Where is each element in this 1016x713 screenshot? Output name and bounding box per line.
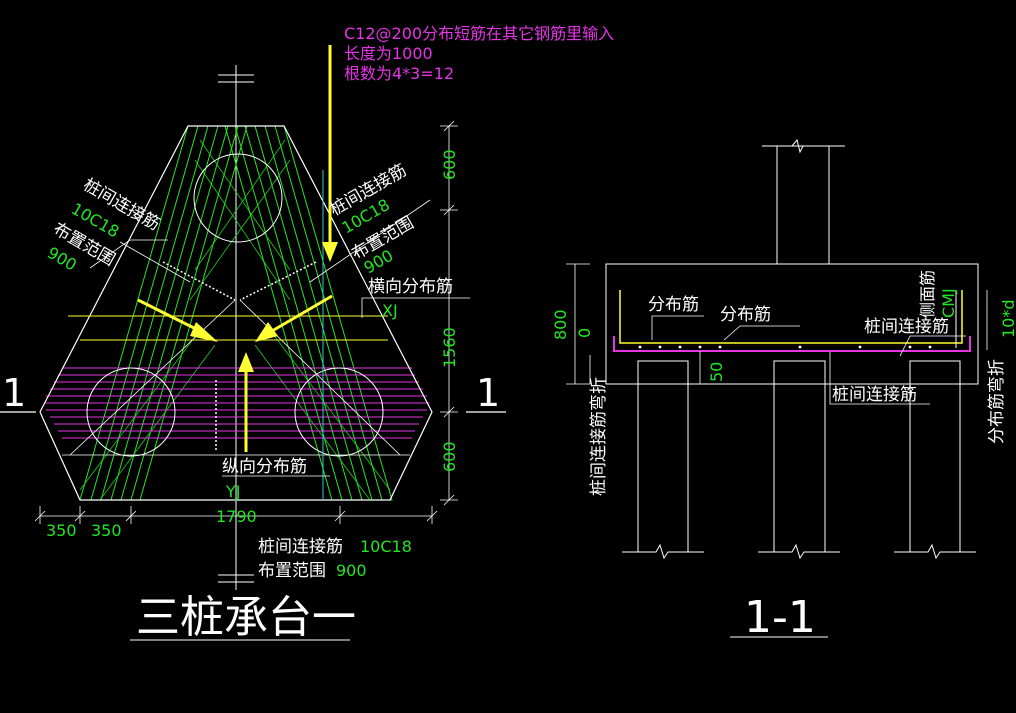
magenta-rebar-band: [44, 367, 429, 439]
dim-height: 800: [551, 309, 570, 340]
link-bar-magenta: [613, 336, 971, 352]
leader-dist-2: [723, 325, 800, 341]
dist-bar-label-2: 分布筋: [720, 305, 771, 325]
leader-link-top: [899, 335, 966, 357]
section-view: 分布筋 分布筋 桩间连接筋 桩间连接筋 侧面筋 CMJ 桩间连接筋弯折 分布筋弯…: [551, 138, 1016, 643]
pile-left: [86, 367, 176, 457]
dist-bar-label-1: 分布筋: [648, 295, 699, 315]
dim-fifty: 50: [707, 362, 726, 382]
section-title: 1-1: [744, 592, 816, 643]
transverse-label: 横向分布筋: [368, 277, 453, 297]
leader-transverse: [361, 297, 470, 318]
cap-inner-edge-left: [69, 299, 236, 456]
bottom-link-name: 桩间连接筋: [258, 537, 343, 557]
plan-title: 三桩承台一: [136, 592, 356, 643]
column: [776, 145, 830, 265]
dist-bar-yellow: [619, 290, 963, 344]
leader-left-link-2: [119, 241, 191, 283]
dim-bottom-2: 350: [91, 521, 122, 540]
plan-dimension-right: [440, 120, 458, 506]
link-range-left: [162, 261, 236, 301]
dim-bottom-3: 1790: [216, 507, 257, 526]
dim-bend: 10*d: [999, 299, 1016, 338]
link-bend-label: 桩间连接筋弯折: [589, 377, 609, 496]
dim-bottom-1: 350: [46, 521, 77, 540]
dim-right-bottom: 600: [440, 441, 459, 472]
dim-right-middle: 1560: [440, 327, 459, 368]
arrow-icon-left: [137, 298, 218, 342]
dim-zero: 0: [575, 328, 594, 338]
section-mark-left: 1: [2, 371, 26, 415]
leader-link-bottom: [829, 352, 930, 405]
leader-dist-1: [651, 315, 704, 340]
rebar-dots: [638, 345, 932, 349]
link-bar-bottom-label: 桩间连接筋: [832, 385, 917, 405]
side-bar-label: 侧面筋: [918, 270, 937, 318]
link-range-right: [239, 261, 317, 301]
bottom-link-spec: 10C18: [360, 537, 412, 556]
dim-right-top: 600: [440, 149, 459, 180]
pile-top: [193, 153, 283, 243]
arrow-icon-up: [238, 352, 254, 452]
leader-right-link: [309, 199, 431, 283]
link-bar-top-label: 桩间连接筋: [864, 317, 949, 337]
side-bar-code: CMJ: [939, 288, 958, 318]
bottom-link-range: 900: [336, 561, 367, 580]
note-line-3: 根数为4*3=12: [344, 64, 454, 83]
section-cap: [605, 263, 979, 385]
leader-left-link: [89, 239, 168, 269]
plan-view: C12@200分布短筋在其它钢筋里输入 长度为1000 根数为4*3=12 桩间…: [0, 24, 614, 643]
longitudinal-label: 纵向分布筋: [222, 457, 307, 477]
transverse-code: XJ: [382, 301, 398, 320]
note-line-1: C12@200分布短筋在其它钢筋里输入: [344, 24, 614, 43]
pile-cap-outline: [39, 125, 433, 501]
cap-inner-edge-right: [239, 299, 401, 456]
bottom-link-range-label: 布置范围: [258, 561, 326, 581]
dist-bend-label: 分布筋弯折: [987, 359, 1007, 444]
arrow-icon-note: [322, 45, 338, 262]
pile-right: [294, 367, 384, 457]
section-dims: [566, 263, 988, 385]
plan-dimension-bottom: [34, 506, 438, 524]
arrow-icon-right: [255, 294, 333, 342]
longitudinal-code: YJ: [225, 482, 241, 501]
note-line-2: 长度为1000: [344, 44, 433, 63]
column-break: [762, 138, 845, 154]
section-piles: [622, 360, 976, 560]
section-mark-right: 1: [476, 371, 500, 415]
